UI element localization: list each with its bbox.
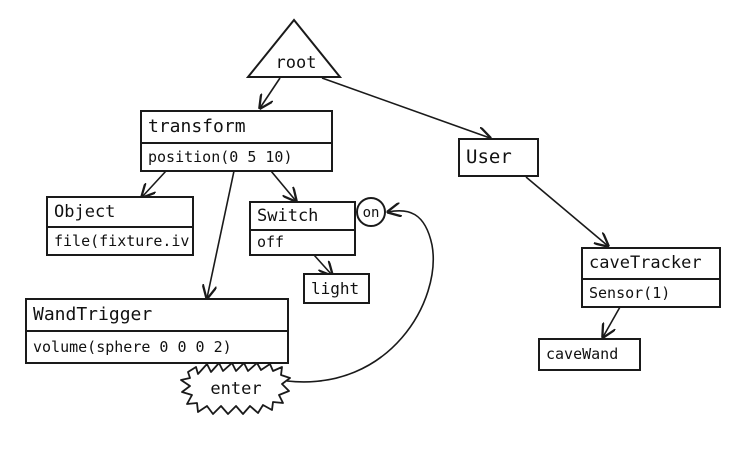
edge-cavetracker-cavewand <box>603 306 621 337</box>
switch-node: Switch off <box>249 201 356 256</box>
edge-switch-light <box>313 254 332 275</box>
switch-node-title: Switch <box>251 203 354 231</box>
cavetracker-node-field: Sensor(1) <box>589 284 671 302</box>
edge-transform-object <box>142 170 167 197</box>
edge-enter-switch-on <box>286 211 434 383</box>
switch-on-badge-circle <box>356 197 386 227</box>
edge-transform-wandtrigger <box>207 170 235 298</box>
root-label: root <box>276 53 317 73</box>
transform-node: transform position(0 5 10) <box>140 110 333 172</box>
enter-label: enter <box>210 379 261 399</box>
cavewand-node-label: caveWand <box>546 345 619 363</box>
edge-transform-switch <box>270 170 296 201</box>
object-node: Object file(fixture.iv) <box>46 196 194 256</box>
object-node-title: Object <box>48 198 192 228</box>
wandtrigger-node: WandTrigger volume(sphere 0 0 0 2) <box>25 298 289 364</box>
user-node: User <box>458 138 539 177</box>
edge-root-user <box>321 77 490 138</box>
object-node-field: file(fixture.iv) <box>54 232 192 250</box>
wandtrigger-node-title: WandTrigger <box>27 300 287 332</box>
edge-root-transform <box>260 77 281 108</box>
enter-starburst-shape <box>180 362 291 415</box>
switch-on-badge-label: on <box>363 205 380 221</box>
transform-node-title: transform <box>142 112 331 144</box>
edge-user-cavetracker <box>525 176 608 246</box>
wandtrigger-node-field: volume(sphere 0 0 0 2) <box>33 338 232 356</box>
light-node-label: light <box>311 279 360 298</box>
cavetracker-node-title: caveTracker <box>583 249 719 280</box>
user-node-label: User <box>466 146 512 168</box>
root-node-triangle <box>245 18 343 78</box>
light-node: light <box>303 273 370 304</box>
cavetracker-node: caveTracker Sensor(1) <box>581 247 721 308</box>
switch-node-field: off <box>257 233 285 251</box>
cavewand-node: caveWand <box>538 338 641 371</box>
transform-node-field: position(0 5 10) <box>148 148 293 166</box>
